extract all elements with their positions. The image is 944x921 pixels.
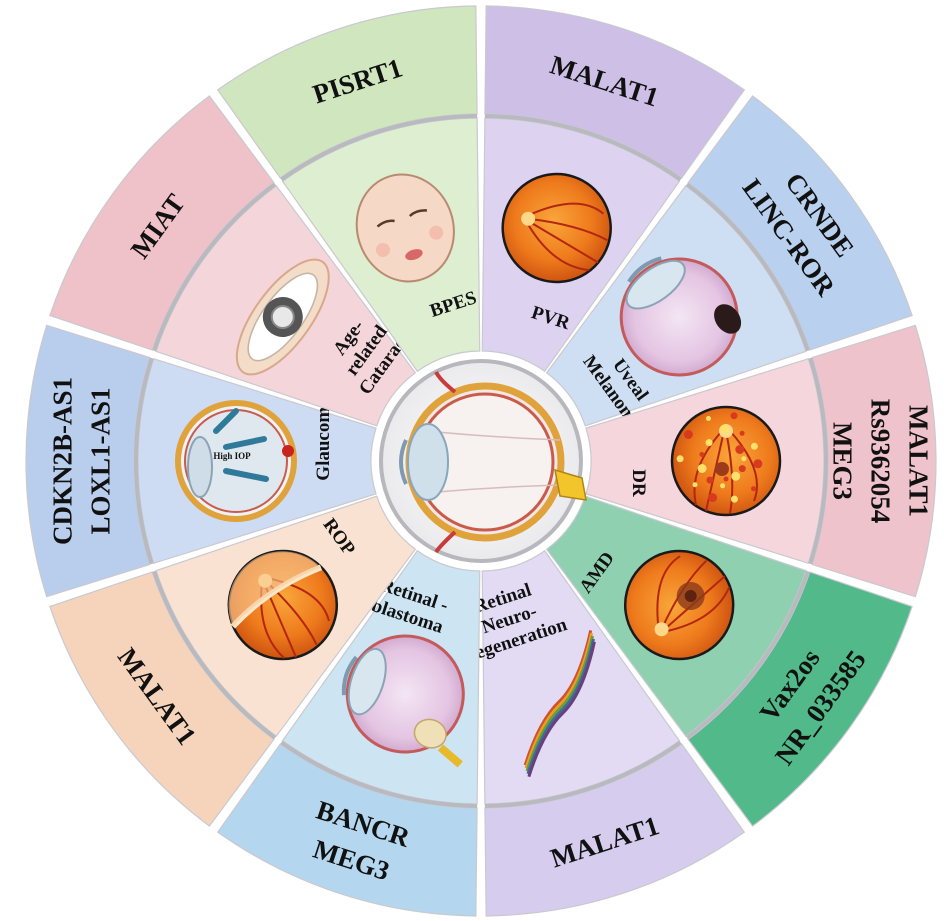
disease-label-line: DR bbox=[628, 469, 649, 497]
glaucoma-eye-icon: High IOP bbox=[178, 403, 294, 519]
disease-label: DR bbox=[628, 469, 649, 497]
gene-label-line: CDKN2B-AS1 bbox=[47, 377, 77, 545]
gene-label-line: Rs9362054 bbox=[866, 399, 896, 524]
gene-label-line: LOXL1-AS1 bbox=[85, 387, 115, 534]
iop-label: High IOP bbox=[213, 451, 251, 461]
gene-label-line: MALAT1 bbox=[904, 405, 934, 517]
diabetic-fundus-icon bbox=[672, 407, 780, 515]
gene-label-line: MEG3 bbox=[828, 422, 858, 500]
center-hub bbox=[381, 361, 586, 561]
